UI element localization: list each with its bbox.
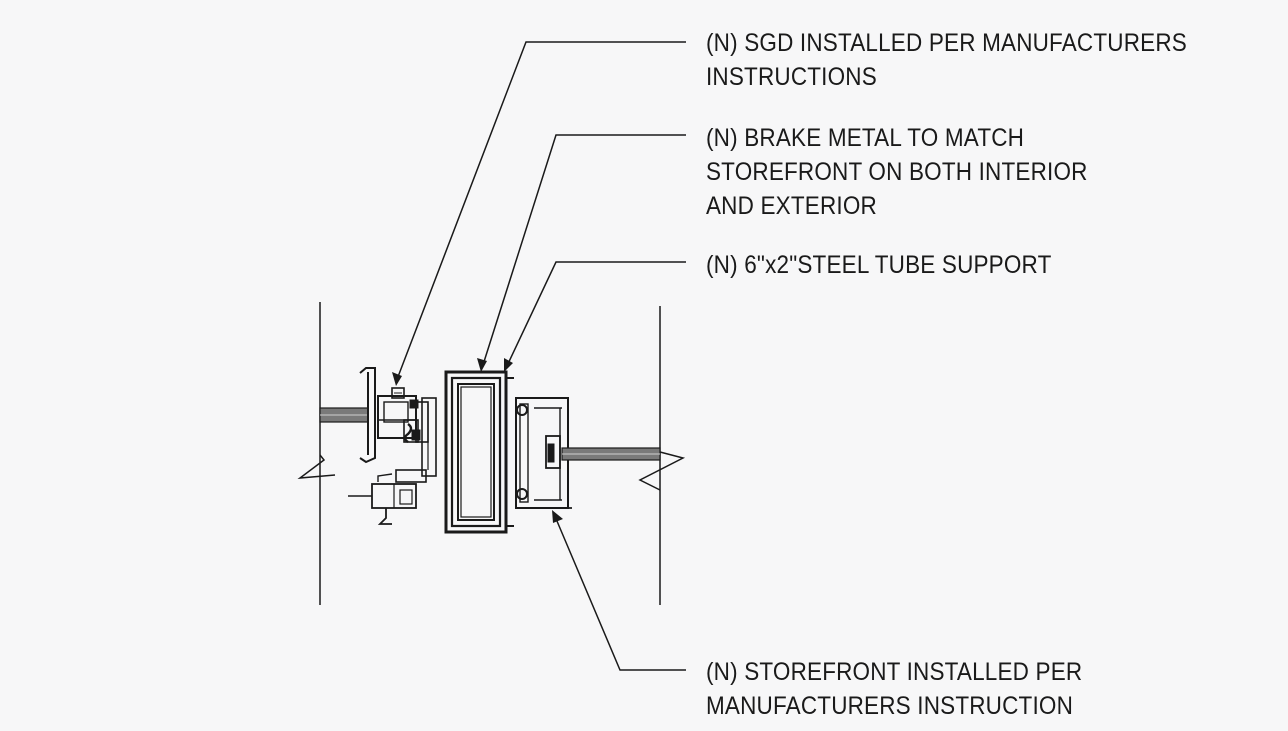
sgd-glass — [319, 407, 369, 423]
sgd-frame — [348, 367, 437, 525]
leader-steel-tube — [504, 261, 686, 372]
leader-storefront — [552, 510, 686, 671]
note-storefront-line1: (N) STOREFRONT INSTALLED PER — [706, 658, 1083, 686]
note-sgd: (N) SGD INSTALLED PER MANUFACTURERS INST… — [706, 26, 1187, 94]
note-storefront: (N) STOREFRONT INSTALLED PER MANUFACTURE… — [706, 655, 1082, 723]
leader-brake-metal — [477, 134, 686, 372]
note-brake-metal-line3: AND EXTERIOR — [706, 192, 877, 220]
leader-sgd — [392, 41, 686, 386]
note-storefront-line2: MANUFACTURERS INSTRUCTION — [706, 692, 1074, 720]
right-break-mark — [638, 451, 686, 491]
note-sgd-line2: INSTRUCTIONS — [706, 63, 877, 91]
note-steel-tube: (N) 6"x2"STEEL TUBE SUPPORT — [706, 248, 1052, 282]
note-steel-tube-line1: (N) 6"x2"STEEL TUBE SUPPORT — [706, 251, 1052, 279]
note-brake-metal-line1: (N) BRAKE METAL TO MATCH — [706, 124, 1025, 152]
steel-tube-support — [444, 370, 514, 534]
storefront-glass — [561, 447, 661, 461]
note-brake-metal: (N) BRAKE METAL TO MATCH STOREFRONT ON B… — [706, 121, 1088, 223]
note-sgd-line1: (N) SGD INSTALLED PER MANUFACTURERS — [706, 29, 1187, 57]
left-break-mark — [297, 454, 336, 479]
note-brake-metal-line2: STOREFRONT ON BOTH INTERIOR — [706, 158, 1088, 186]
